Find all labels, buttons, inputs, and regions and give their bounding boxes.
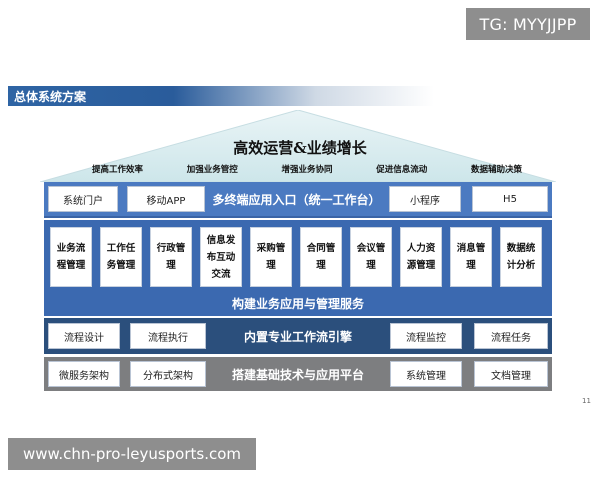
roof-title: 高效运营&业绩增长 xyxy=(233,139,367,157)
module-hr: 人力资源管理 xyxy=(400,227,442,287)
entry-h5: H5 xyxy=(472,186,548,212)
roof-goals: 提高工作效率 加强业务管控 增强业务协同 促进信息流动 数据辅助决策 xyxy=(92,163,522,175)
platform-layer-title: 搭建基础技术与应用平台 xyxy=(231,367,364,382)
platform-microservices: 微服务架构 xyxy=(48,361,120,387)
business-layer-title: 构建业务应用与管理服务 xyxy=(231,296,364,311)
module-meeting: 会议管理 xyxy=(350,227,392,287)
goal-1: 提高工作效率 xyxy=(92,165,144,175)
page-number: 11 xyxy=(582,397,591,405)
module-info-publish: 信息发布互动交流 xyxy=(200,227,242,287)
watermark-bottom-left: www.chn-pro-leyusports.com xyxy=(8,438,256,470)
goal-2: 加强业务管控 xyxy=(186,165,238,175)
module-work-task: 工作任务管理 xyxy=(100,227,142,287)
platform-distributed: 分布式架构 xyxy=(130,361,206,387)
workflow-layer-band xyxy=(44,318,552,354)
entry-mobile-app: 移动APP xyxy=(127,186,205,212)
module-data-analytics: 数据统计分析 xyxy=(500,227,542,287)
section-title: 总体系统方案 xyxy=(14,89,87,104)
module-administration: 行政管理 xyxy=(150,227,192,287)
module-business-process: 业务流程管理 xyxy=(50,227,92,287)
roof-triangle xyxy=(40,110,556,182)
section-header-bar xyxy=(8,86,600,106)
entry-layer-title: 多终端应用入口（统一工作台） xyxy=(212,192,381,207)
platform-system-mgmt: 系统管理 xyxy=(390,361,462,387)
module-procurement: 采购管理 xyxy=(250,227,292,287)
workflow-execution: 流程执行 xyxy=(130,323,206,349)
workflow-design: 流程设计 xyxy=(48,323,120,349)
entry-portal: 系统门户 xyxy=(48,186,118,212)
workflow-monitor: 流程监控 xyxy=(390,323,462,349)
goal-4: 促进信息流动 xyxy=(376,165,428,175)
goal-5: 数据辅助决策 xyxy=(470,165,522,175)
watermark-top-right: TG: MYYJJPP xyxy=(466,8,590,40)
workflow-layer-title: 内置专业工作流引擎 xyxy=(243,329,352,344)
workflow-task: 流程任务 xyxy=(474,323,548,349)
platform-layer-band xyxy=(44,357,552,391)
platform-doc-mgmt: 文档管理 xyxy=(474,361,548,387)
entry-mini-program: 小程序 xyxy=(389,186,461,212)
goal-3: 增强业务协同 xyxy=(281,165,333,175)
module-contract: 合同管理 xyxy=(300,227,342,287)
module-message: 消息管理 xyxy=(450,227,492,287)
